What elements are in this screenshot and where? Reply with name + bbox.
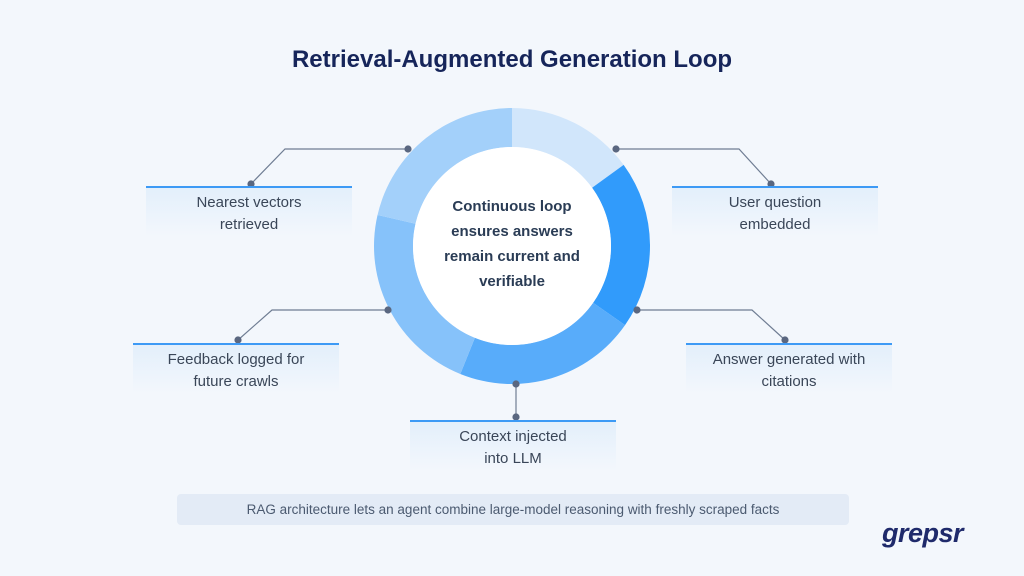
segment-feedback-logged	[377, 108, 512, 224]
step-label-line: into LLM	[484, 450, 542, 467]
step-label-line: retrieved	[219, 216, 279, 233]
ring-center	[413, 147, 611, 345]
connector-context-injected-start-dot	[512, 380, 520, 388]
step-label-line: embedded	[739, 216, 811, 233]
segment-user-question	[512, 108, 624, 188]
center-line-2: ensures answers	[451, 223, 573, 240]
center-message: Continuous loop ensures answers remain c…	[422, 194, 602, 294]
footer-caption: RAG architecture lets an agent combine l…	[177, 494, 849, 525]
step-label-line: Context injected	[459, 428, 567, 445]
center-line-3: remain current and	[444, 248, 580, 265]
connector-nearest-vectors-start-dot	[404, 145, 412, 153]
step-label-line: Feedback logged for	[167, 351, 305, 368]
connector-nearest-vectors-end-dot	[247, 180, 255, 188]
connector-answer-generated	[637, 309, 786, 341]
connector-context-injected-end-dot	[512, 413, 520, 421]
connector-answer-generated-end-dot	[781, 336, 789, 344]
diagram-title: Retrieval-Augmented Generation Loop	[291, 46, 733, 73]
ring-segments	[374, 108, 651, 384]
segment-answer-generated	[460, 302, 626, 384]
connector-feedback-logged-end-dot	[234, 336, 242, 344]
step-label-feedback-logged: Feedback logged for future crawls	[133, 343, 339, 393]
connector-answer-generated-start-dot	[633, 306, 641, 314]
connector-user-question	[616, 148, 772, 185]
connector-user-question-end-dot	[767, 180, 775, 188]
segment-context-injected	[374, 214, 475, 374]
center-line-4: verifiable	[479, 273, 545, 290]
step-label-line: future crawls	[193, 373, 279, 390]
center-line-1: Continuous loop	[452, 198, 572, 215]
step-label-user-question: User question embedded	[672, 186, 878, 236]
connector-user-question-start-dot	[612, 145, 620, 153]
connector-nearest-vectors	[250, 148, 408, 185]
step-label-line: Nearest vectors	[196, 194, 302, 211]
step-label-line: Answer generated with	[712, 351, 866, 368]
segment-nearest-vectors	[592, 164, 651, 326]
step-label-context-injected: Context injected into LLM	[410, 420, 616, 470]
connectors	[234, 145, 789, 421]
step-label-nearest-vectors: Nearest vectors retrieved	[146, 186, 352, 236]
brand-logo: grepsr	[882, 518, 964, 548]
connector-feedback-logged	[237, 309, 388, 341]
step-label-line: citations	[761, 373, 817, 390]
connector-feedback-logged-start-dot	[384, 306, 392, 314]
step-label-line: User question	[728, 194, 822, 211]
step-label-answer-generated: Answer generated with citations	[686, 343, 892, 393]
